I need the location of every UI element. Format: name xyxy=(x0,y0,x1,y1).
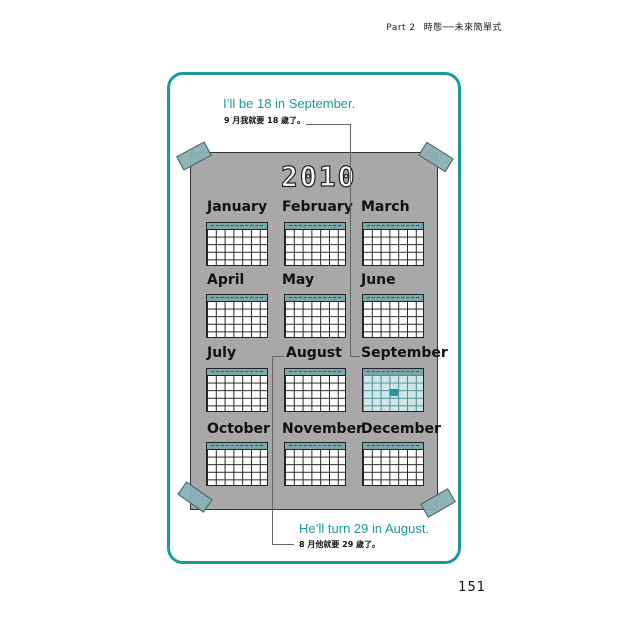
caption-top-en: I’ll be 18 in September. xyxy=(223,96,356,111)
month-label-april: April xyxy=(207,272,245,288)
month-grid-june xyxy=(362,294,424,338)
teal-frame xyxy=(167,72,461,564)
month-grid-may xyxy=(284,294,346,338)
leader-line-top xyxy=(306,124,351,125)
month-label-may: May xyxy=(282,272,315,288)
part-label: Part 2 xyxy=(386,23,416,33)
caption-bottom-zh: 8 月他就要 29 歲了。 xyxy=(299,540,381,549)
chapter-title: 時態──未來簡單式 xyxy=(423,23,502,33)
month-grid-september-highlighted xyxy=(362,368,424,412)
month-label-march: March xyxy=(361,199,410,215)
page-number: 151 xyxy=(458,580,486,595)
leader-line-bottom-end xyxy=(272,544,294,545)
month-grid-april xyxy=(206,294,268,338)
month-grid-december xyxy=(362,442,424,486)
month-label-january: January xyxy=(207,199,268,215)
month-grid-november xyxy=(284,442,346,486)
month-grid-august xyxy=(284,368,346,412)
leader-line-bottom-start xyxy=(272,356,284,357)
month-grid-january xyxy=(206,222,268,266)
month-label-august: August xyxy=(286,345,342,361)
month-grid-march xyxy=(362,222,424,266)
month-label-november: November xyxy=(282,421,363,437)
month-label-october: October xyxy=(207,421,270,437)
month-label-july: July xyxy=(207,345,237,361)
leader-line-top-end xyxy=(350,356,360,357)
month-label-september: September xyxy=(361,345,448,361)
leader-line-top-vertical xyxy=(350,124,351,356)
month-grid-october xyxy=(206,442,268,486)
calendar-year: 2010 xyxy=(280,159,357,193)
month-label-february: February xyxy=(282,199,353,215)
month-grid-july xyxy=(206,368,268,412)
month-label-december: December xyxy=(361,421,441,437)
caption-top-zh: 9 月我就要 18 歲了。 xyxy=(224,116,306,125)
month-grid-february xyxy=(284,222,346,266)
month-label-june: June xyxy=(361,272,396,288)
page-header: Part 2 時態──未來簡單式 xyxy=(386,20,502,33)
highlighted-day-mark xyxy=(390,389,398,396)
caption-bottom-en: He’ll turn 29 in August. xyxy=(299,521,430,536)
leader-line-bottom-vertical xyxy=(272,356,273,544)
